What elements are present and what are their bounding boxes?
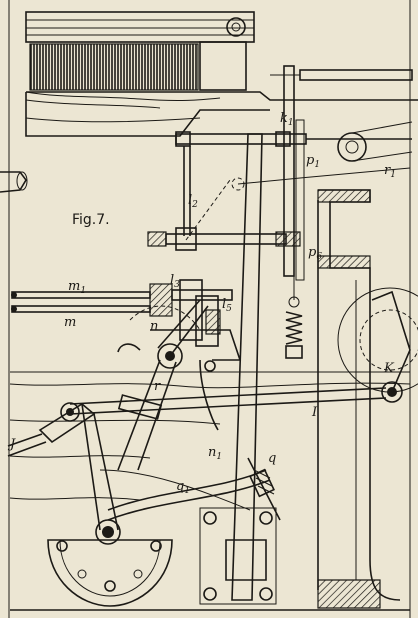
label-K: K [383,361,395,376]
vertical-rod-p [275,65,305,281]
label-m1: m1 [68,279,86,296]
central-post [199,133,277,605]
label-n1: n1 [208,445,222,462]
crosshead-p6 [147,227,287,251]
label-r: r [154,379,161,394]
label-J: J [7,437,16,452]
label-r1: r1 [384,163,396,180]
label-I: I [311,405,318,420]
central-hub [117,299,209,369]
label-p1: p1 [306,153,320,170]
rods-m [11,283,233,317]
main-horizontal-bar [175,131,412,147]
arm-r [117,359,177,471]
tension-spring [285,276,303,359]
right-frame-column [317,189,401,609]
label-q1: q1 [176,479,190,496]
label-l2: l2 [188,193,198,210]
left-pipe [0,171,28,193]
shaft-lines [9,371,411,501]
label-k1: k1 [280,111,294,128]
crank-circle-K [337,287,418,393]
bell-crank-J [7,402,119,531]
bottom-sector [47,519,173,607]
link-l2 [183,146,411,241]
label-m: m [64,315,76,330]
label-l5: l5 [222,297,232,314]
label-n: n [150,319,158,334]
label-p6: p6 [308,245,322,262]
top-right-pulley [337,121,413,162]
figure-title: Fig.7. [72,212,110,228]
label-l3: l3 [170,273,180,290]
top-beam [25,11,418,137]
label-q: q [268,451,276,466]
reed-comb [29,43,199,91]
screw-q [247,457,281,521]
top-right-rod [270,69,413,81]
